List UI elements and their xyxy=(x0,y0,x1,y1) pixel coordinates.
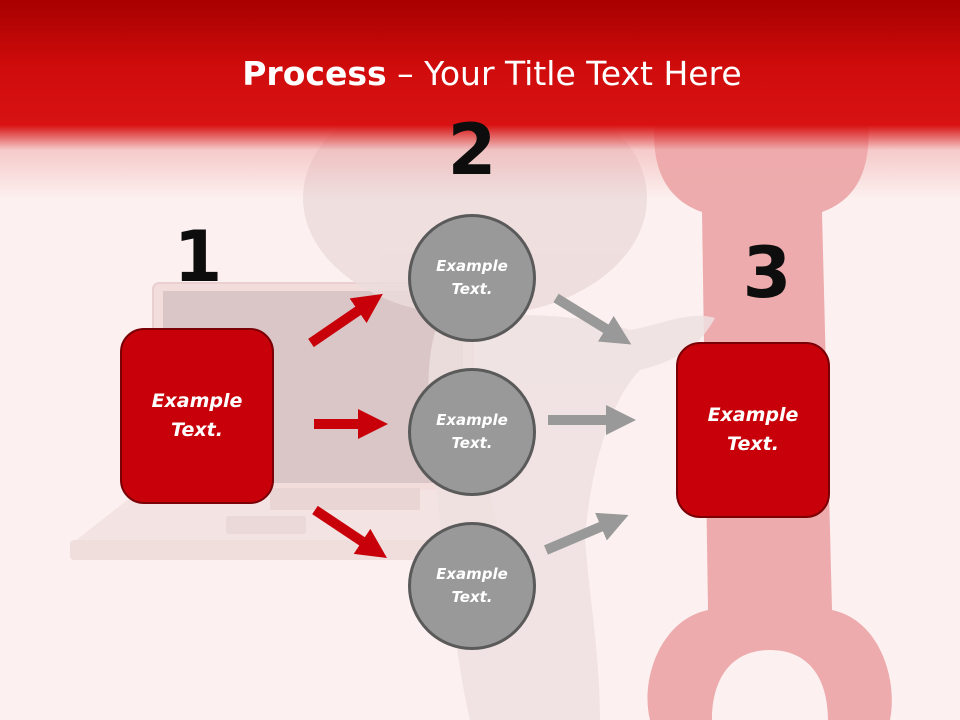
step-number-2: 2 xyxy=(447,109,497,191)
step-1-text: Example Text. xyxy=(151,390,243,441)
step-number-1: 1 xyxy=(173,216,223,298)
title-bold: Process xyxy=(242,54,387,93)
circle-3-text: Example Text. xyxy=(436,565,508,606)
step-number-3: 3 xyxy=(742,232,792,314)
step-3-box[interactable]: Example Text. xyxy=(676,342,830,518)
arrow-circle-1-to-3 xyxy=(553,293,632,345)
circle-2-text: Example Text. xyxy=(436,411,508,452)
step-2-circle-3[interactable]: Example Text. xyxy=(408,522,536,650)
step-3-text: Example Text. xyxy=(707,404,799,455)
arrow-1-to-circle-3 xyxy=(312,505,387,558)
step-1-box[interactable]: Example Text. xyxy=(120,328,274,504)
circle-1-text: Example Text. xyxy=(436,257,508,298)
arrow-circle-3-to-3 xyxy=(544,512,629,555)
slide-title: Process – Your Title Text Here xyxy=(0,52,960,96)
title-rest: – Your Title Text Here xyxy=(386,54,742,93)
step-2-circle-2[interactable]: Example Text. xyxy=(408,368,536,496)
step-2-circle-1[interactable]: Example Text. xyxy=(408,214,536,342)
arrow-1-to-circle-1 xyxy=(308,293,383,348)
header-band xyxy=(0,0,960,200)
